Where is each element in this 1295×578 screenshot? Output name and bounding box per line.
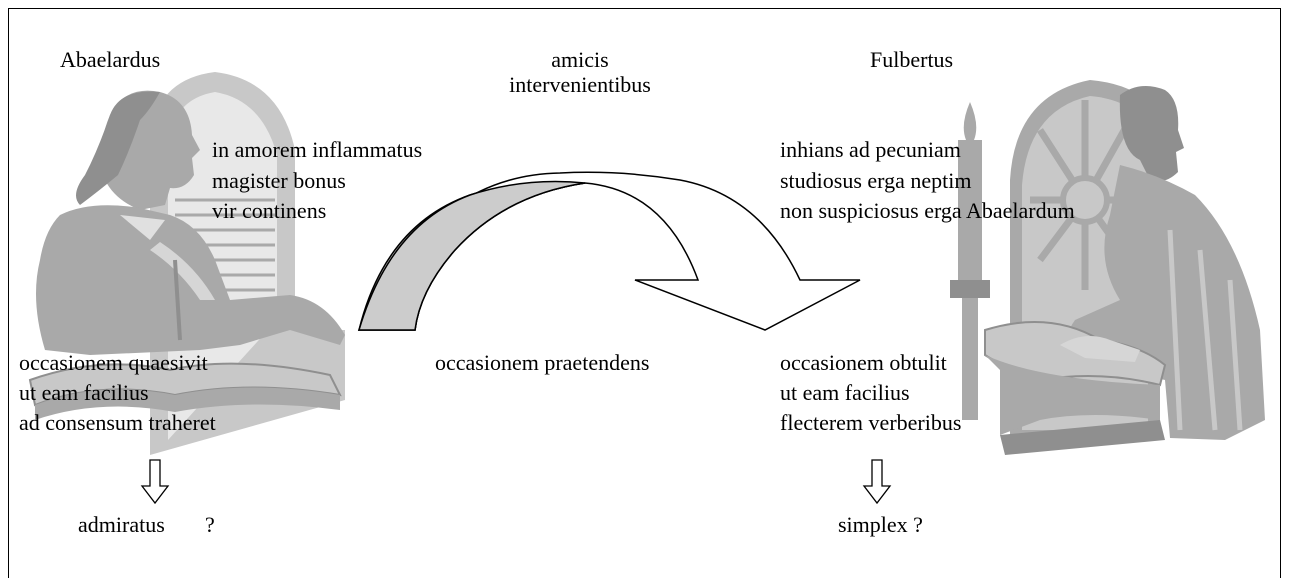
left-book-pages — [35, 387, 340, 420]
right-name: Fulbertus — [870, 47, 954, 72]
center-top-label-2: intervenientibus — [509, 72, 651, 97]
right-trait-2: studiosus erga neptim — [780, 168, 972, 193]
left-action-3: ad consensum traheret — [19, 410, 216, 435]
right-lectern — [1000, 420, 1165, 455]
candle-stick — [958, 140, 982, 280]
left-result-mark: ? — [205, 512, 215, 537]
left-action-2: ut eam facilius — [19, 380, 149, 405]
right-trait-1: inhians ad pecuniam — [780, 137, 961, 162]
right-action-1: occasionem obtulit — [780, 350, 947, 375]
right-window-hub — [1060, 175, 1110, 225]
scholar-reading-icon — [28, 72, 345, 455]
left-collar — [120, 215, 165, 240]
left-trait-2: magister bonus — [212, 168, 346, 193]
left-name: Abaelardus — [60, 47, 161, 72]
left-quill — [173, 259, 182, 341]
right-hands — [1060, 336, 1140, 362]
right-robe — [1068, 165, 1265, 440]
curved-arrow-shaded-face-top — [357, 180, 586, 331]
right-result: simplex ? — [838, 512, 923, 537]
left-trait-3: vir continens — [212, 198, 327, 223]
left-down-arrow-icon — [140, 459, 170, 505]
right-trait-3: non suspiciosus erga Abaelardum — [780, 198, 1075, 223]
right-action-2: ut eam facilius — [780, 380, 910, 405]
center-bottom-label: occasionem praetendens — [435, 350, 650, 375]
candle-flame — [963, 102, 977, 140]
left-result: admiratus — [78, 512, 165, 537]
right-robe-folds — [1167, 229, 1243, 431]
candle-stand — [962, 298, 978, 420]
cleric-reading-icon — [950, 80, 1265, 455]
left-trait-1: in amorem inflammatus — [212, 137, 423, 162]
right-action-3: flecterem verberibus — [780, 410, 962, 435]
right-head — [1119, 86, 1184, 182]
left-hair — [76, 91, 160, 205]
curved-arrow-icon — [357, 171, 861, 331]
left-arm-highlight — [150, 242, 215, 300]
diagram-frame — [8, 8, 1281, 578]
candle-holder — [950, 280, 990, 298]
center-top-label-1: amicis — [551, 47, 609, 72]
right-book-base — [985, 355, 1160, 435]
left-arch-inner — [168, 92, 277, 440]
left-action-1: occasionem quaesivit — [19, 350, 208, 375]
right-down-arrow-icon — [862, 459, 892, 505]
